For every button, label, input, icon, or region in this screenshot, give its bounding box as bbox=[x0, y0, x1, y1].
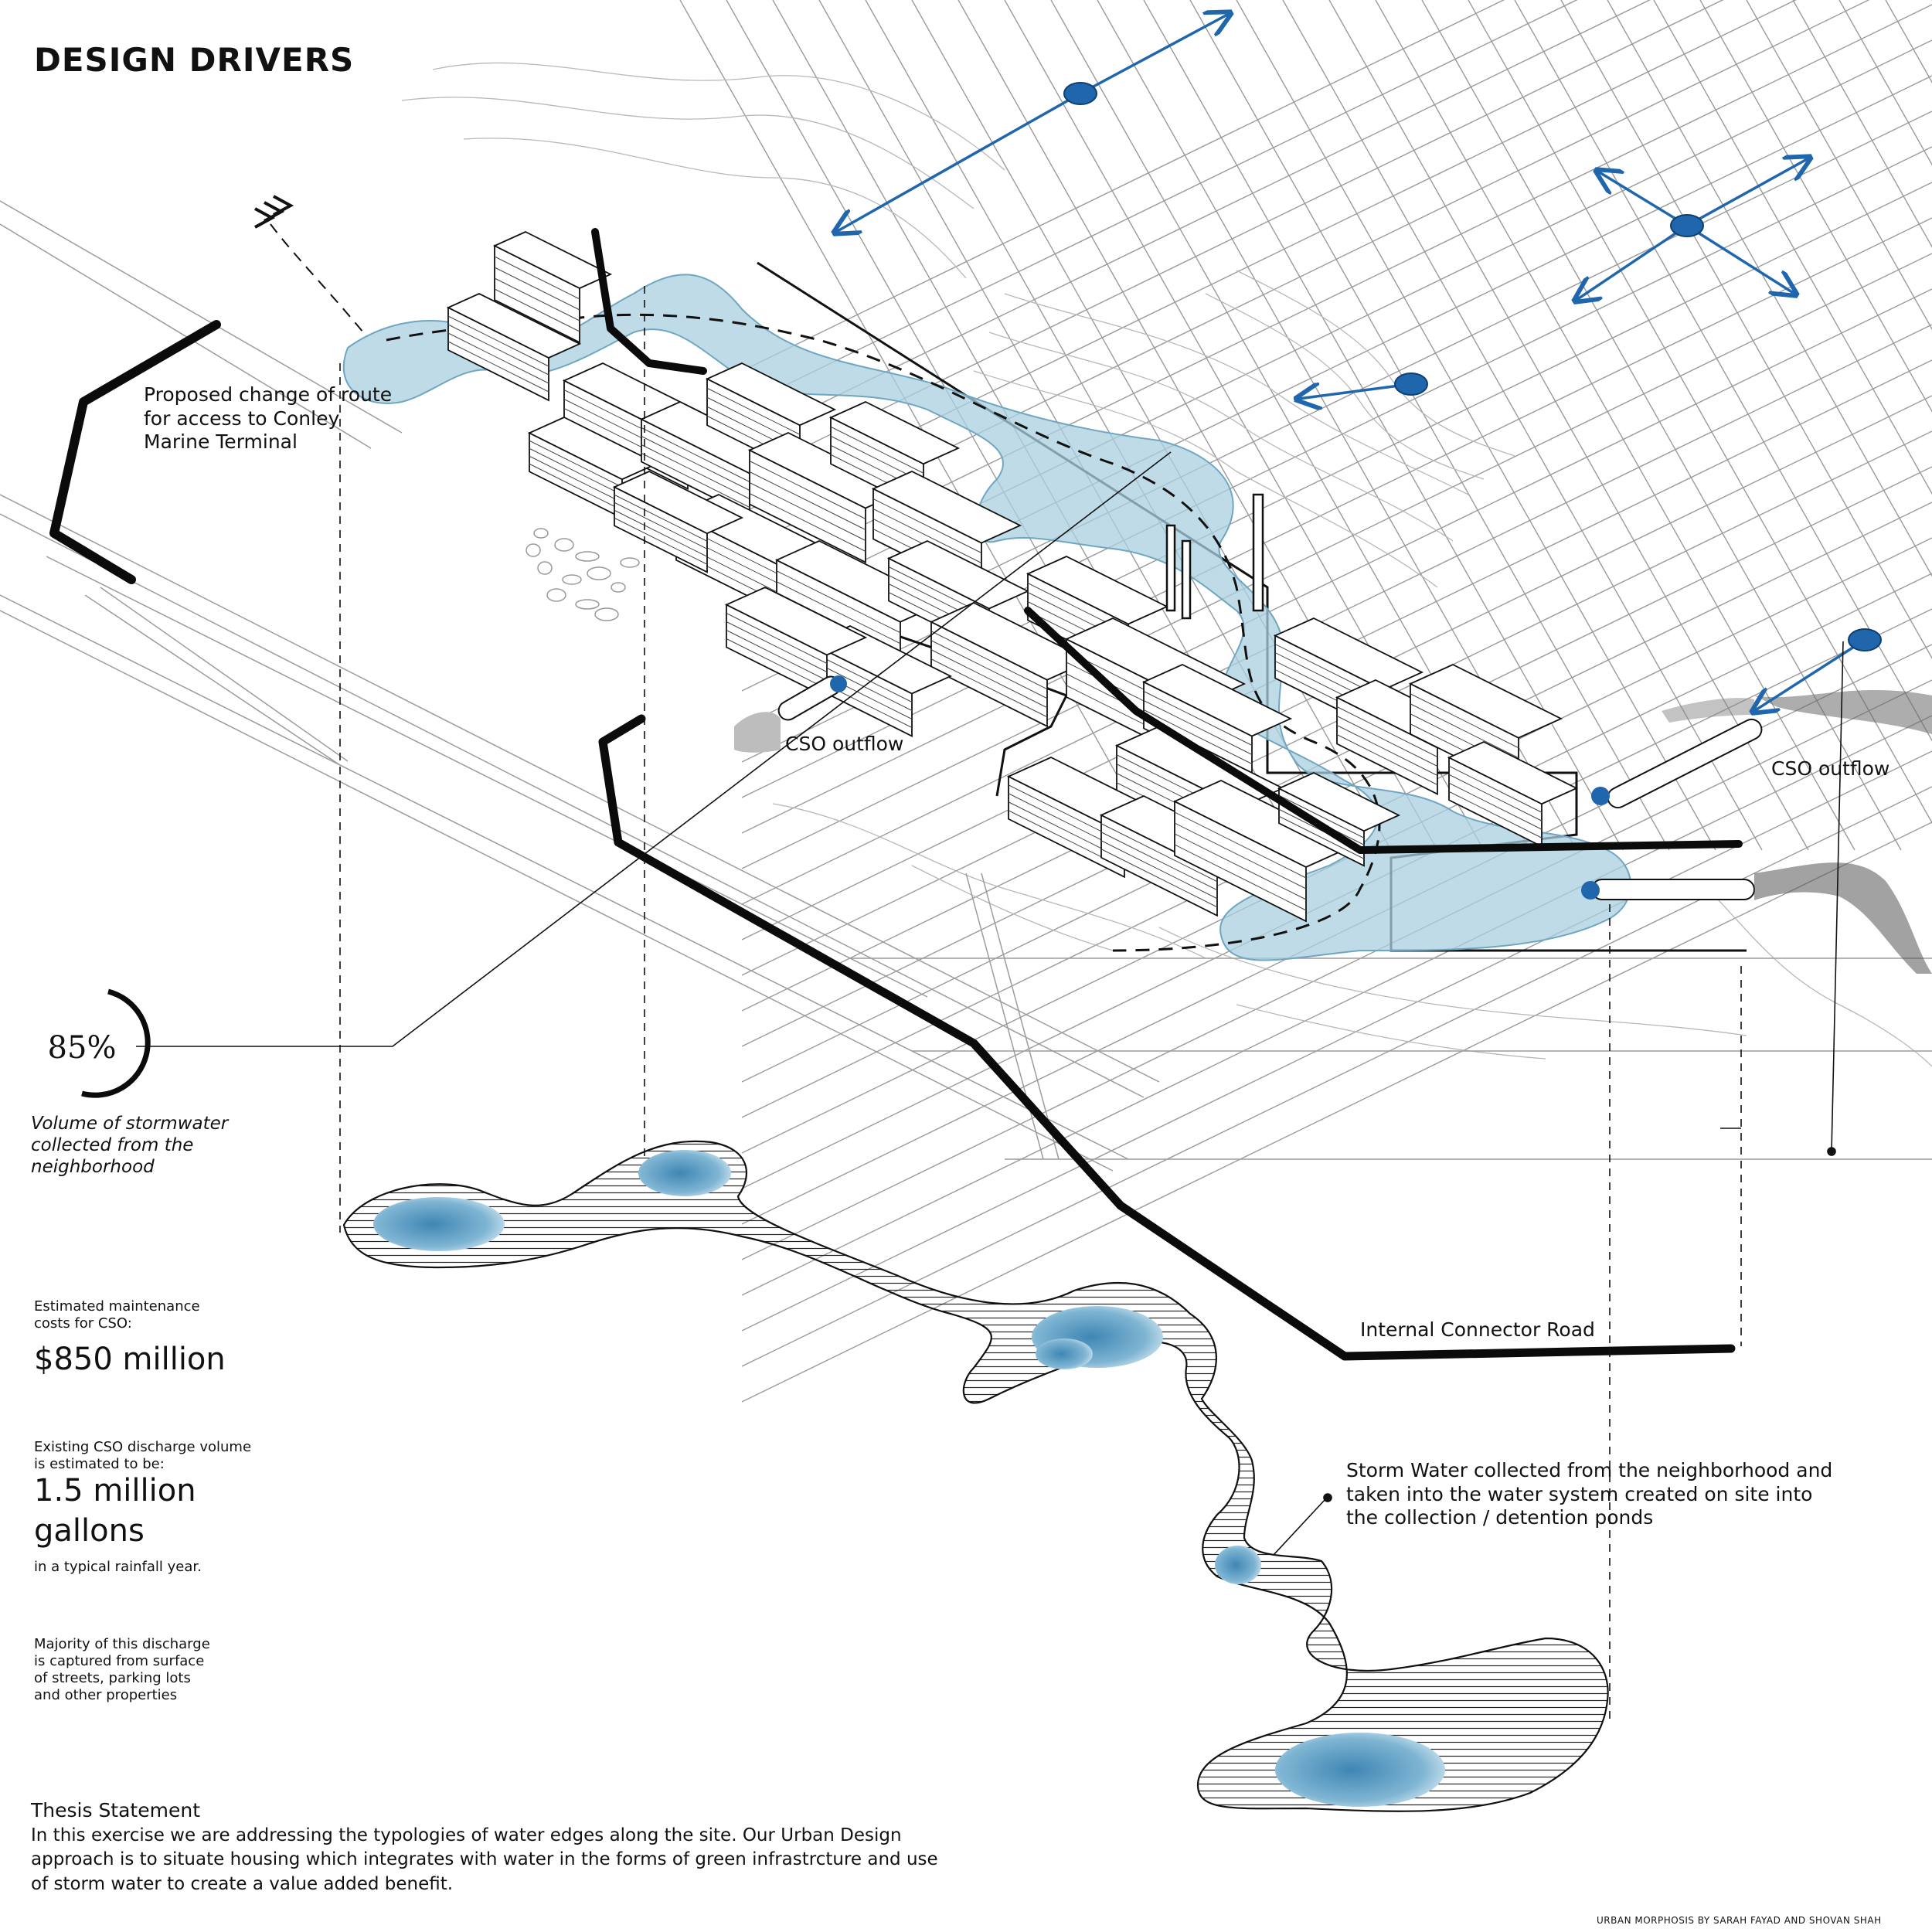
percent-ring bbox=[81, 988, 151, 1098]
circulation-arrows bbox=[836, 14, 1866, 711]
proposed-terminal-route bbox=[49, 320, 221, 584]
stormwater-label: Storm Water collected from the neighborh… bbox=[1346, 1459, 1833, 1529]
pond-5 bbox=[1215, 1546, 1261, 1584]
north-connector bbox=[591, 228, 707, 375]
hatched-water-system bbox=[342, 1140, 1609, 1812]
percent-value: 85% bbox=[47, 1030, 117, 1066]
cso-outflow-pipes bbox=[734, 675, 1932, 974]
discharge-label: Existing CSO discharge volume is estimat… bbox=[34, 1439, 252, 1472]
internal-road-label: Internal Connector Road bbox=[1360, 1318, 1595, 1341]
credit-line: URBAN MORPHOSIS BY SARAH FAYAD AND SHOVA… bbox=[1597, 1915, 1882, 1926]
discharge-value: 1.5 million gallons bbox=[34, 1473, 196, 1549]
thesis-body: In this exercise we are addressing the t… bbox=[31, 1825, 938, 1894]
access-routes bbox=[49, 228, 1743, 1361]
route-change-label: Proposed change of route for access to C… bbox=[144, 383, 393, 453]
cso-outflow-label-left: CSO outflow bbox=[785, 733, 904, 755]
eastern-connector bbox=[1024, 607, 1743, 854]
thesis-heading: Thesis Statement bbox=[31, 1799, 200, 1821]
circulation-nodes bbox=[1063, 82, 1882, 651]
building-blocks bbox=[446, 231, 1579, 923]
maintenance-value: $850 million bbox=[34, 1342, 226, 1377]
discharge-note: in a typical rainfall year. bbox=[34, 1559, 202, 1575]
pond-1 bbox=[373, 1197, 505, 1251]
pond-2 bbox=[638, 1150, 731, 1196]
terrain-contours bbox=[401, 62, 1932, 1067]
route-dashed-line bbox=[270, 223, 364, 333]
cso-outflow-label-right: CSO outflow bbox=[1771, 757, 1890, 780]
maintenance-label: Estimated maintenance costs for CSO: bbox=[34, 1298, 200, 1332]
percent-caption: Volume of stormwater collected from the … bbox=[31, 1114, 229, 1178]
chimneys bbox=[1165, 493, 1264, 620]
pond-6 bbox=[1275, 1733, 1445, 1807]
north-arrow bbox=[254, 195, 294, 229]
pond-circle-cluster bbox=[526, 528, 640, 621]
projection-drop-lines bbox=[339, 286, 1742, 1723]
leader-lines bbox=[136, 451, 1844, 1556]
internal-connector-road bbox=[598, 714, 1736, 1361]
page-title: DESIGN DRIVERS bbox=[34, 41, 355, 79]
majority-note: Majority of this discharge is captured f… bbox=[34, 1636, 210, 1703]
pond-4 bbox=[1036, 1338, 1093, 1369]
